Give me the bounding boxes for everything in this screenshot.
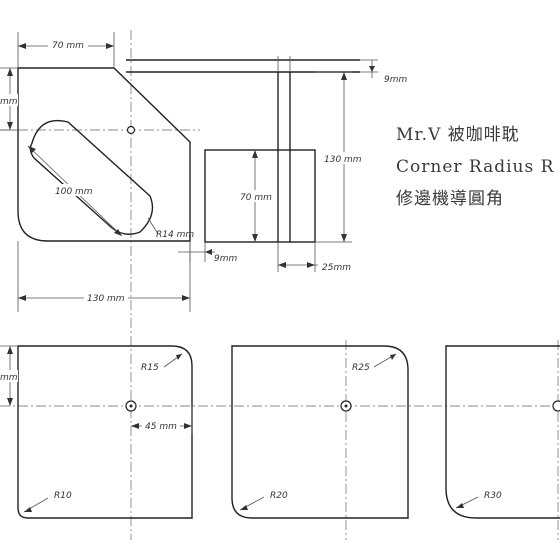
dim-label-130-side: 130 mm — [324, 155, 362, 165]
arrow-head — [278, 262, 286, 268]
dim-label-r14: R14 mm — [156, 230, 194, 240]
plate-2-outline — [231, 345, 409, 519]
arrow-head — [252, 234, 258, 242]
arrow-head — [341, 234, 347, 242]
dim-label-bg — [52, 184, 96, 196]
dim-label-70: 70 mm — [52, 41, 84, 51]
side-view: 9mm 130 mm 70 mm 9mm 25mm — [126, 56, 407, 273]
dim-label-100: 100 mm — [55, 187, 93, 197]
arrow-head — [252, 150, 258, 158]
slot-outline — [29, 119, 154, 235]
bottom-plates: mm 45 mm R15 R10 R25 R20 — [0, 340, 560, 540]
notes: Mr.V 被咖啡耽 Corner Radius R 修邊機導圓角 — [396, 125, 555, 209]
plate-1-hole-center — [129, 404, 133, 408]
arrow-head — [28, 146, 36, 153]
note-line-3: 修邊機導圓角 — [396, 189, 504, 209]
plate-3-hole — [552, 400, 560, 412]
center-hole — [126, 125, 136, 135]
arrow-head — [341, 72, 347, 80]
arrow-head — [7, 398, 13, 406]
arrow-head — [7, 346, 13, 354]
dim-label-r10: R10 — [54, 491, 72, 501]
arrow-head — [18, 43, 26, 49]
dim-label-25: 25mm — [322, 263, 351, 273]
arrow-head — [390, 354, 396, 360]
dim-label-r20: R20 — [270, 491, 288, 501]
arrow-head — [131, 423, 139, 429]
dim-label-45: 45 mm — [145, 422, 177, 432]
plate-3-outline — [445, 345, 560, 519]
dim-label-bg — [0, 370, 18, 382]
dim-label-130-bottom: 130 mm — [87, 294, 125, 304]
arrow-head — [18, 295, 26, 301]
arrow-head — [7, 68, 13, 76]
arrow-head — [114, 229, 122, 236]
top-plate-outline — [17, 67, 191, 242]
arrow-head — [7, 122, 13, 130]
arrow-head — [182, 295, 190, 301]
side-block — [204, 149, 316, 243]
arrow-head — [184, 423, 192, 429]
dim-label-9-top: 9mm — [384, 75, 407, 85]
dim-label-r15: R15 — [141, 363, 159, 373]
dim-label-plate1-left: mm — [0, 373, 18, 383]
dim-label-bg — [84, 291, 128, 303]
leader-line-r14 — [147, 217, 159, 235]
arrow-head — [176, 354, 182, 360]
dim-label-bg — [48, 38, 88, 50]
dim-label-70-side: 70 mm — [240, 193, 272, 203]
arrow-head — [240, 505, 248, 510]
dim-label-bg — [238, 190, 274, 202]
top-view: 70 mm mm 100 mm R14 mm 130 mm — [0, 30, 200, 540]
arrow-head — [205, 249, 212, 255]
arrow-head — [24, 507, 32, 512]
note-line-2: Corner Radius R — [396, 157, 555, 177]
dim-label-left-height: mm — [0, 97, 18, 107]
arrow-head — [369, 66, 375, 72]
plate-2-hole-center — [344, 404, 348, 408]
dim-label-r25: R25 — [352, 363, 370, 373]
arrow-head — [456, 503, 464, 508]
arrow-head — [307, 262, 315, 268]
plate-1-outline — [17, 345, 193, 519]
dim-label-bg — [0, 94, 18, 106]
dim-label-r30: R30 — [484, 491, 502, 501]
dim-label-9-bottom: 9mm — [214, 254, 237, 264]
dim-label-bg — [142, 419, 180, 431]
arrow-head — [106, 43, 114, 49]
note-line-1: Mr.V 被咖啡耽 — [396, 125, 520, 145]
dim-label-bg — [322, 152, 366, 164]
